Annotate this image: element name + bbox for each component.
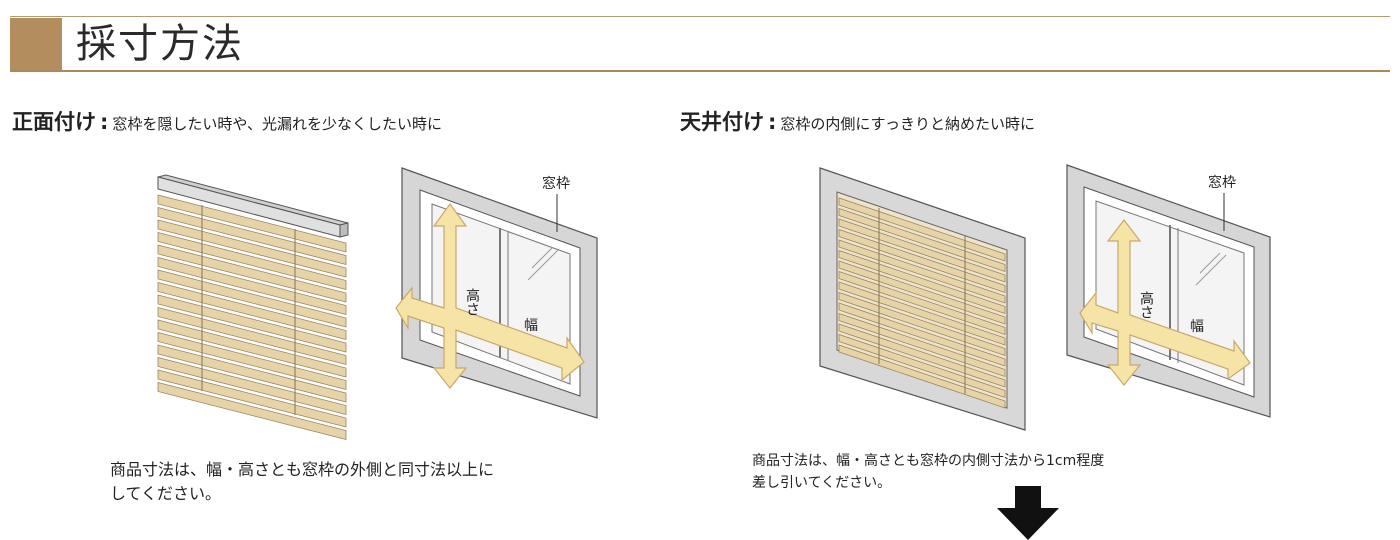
section-title: 正面付け <box>12 110 96 134</box>
section-colon: : <box>768 110 777 134</box>
caption-line-2: してください。 <box>110 484 222 503</box>
caption-line-2: 差し引いてください。 <box>752 475 892 491</box>
blind-slat <box>157 281 347 341</box>
blind-slat <box>838 291 1006 357</box>
blind-slat <box>157 331 347 391</box>
page-title: 採寸方法 <box>76 21 244 67</box>
height-label-left: 高さ <box>464 287 480 316</box>
section-heading-front-mount: 正面付け:窓枠を隠したい時や、光漏れを少なくしたい時に <box>12 106 442 136</box>
section-description: 窓枠の内側にすっきりと納めたい時に <box>780 115 1035 133</box>
blind-slat <box>157 244 347 303</box>
blind-slat <box>838 312 1006 378</box>
blind-slat <box>838 239 1006 304</box>
blind-slat <box>838 323 1006 388</box>
blind-slat <box>157 206 347 266</box>
blind-slat <box>838 249 1006 315</box>
ceiling-mount-window-diagram: 高さ 幅 窓枠 <box>1066 164 1271 418</box>
blind-slat <box>838 281 1006 346</box>
blind-slat <box>838 207 1006 273</box>
blind-slat <box>157 369 347 428</box>
caption-ceiling-mount: 商品寸法は、幅・高さとも窓枠の内側寸法から1cm程度 差し引いてください。 <box>752 450 1212 494</box>
width-label-left: 幅 <box>524 318 538 334</box>
blind-slat <box>838 228 1006 294</box>
ceiling-mount-blind-illustration <box>819 167 1026 431</box>
blind-slat <box>157 319 347 378</box>
header-accent-block <box>10 18 62 70</box>
blind-slat <box>157 194 347 253</box>
front-mount-window-diagram: 高さ 幅 窓枠 <box>395 167 598 419</box>
blind-slat <box>157 306 347 366</box>
blind-slat <box>157 256 347 316</box>
front-mount-blind-illustration <box>157 174 349 441</box>
frame-label-right: 窓枠 <box>1208 174 1236 191</box>
blind-slat <box>157 356 347 416</box>
height-label-right: 高さ <box>1138 290 1154 319</box>
caption-front-mount: 商品寸法は、幅・高さとも窓枠の外側と同寸法以上に してください。 <box>110 458 590 506</box>
blind-slat <box>157 231 347 291</box>
blind-slat <box>157 344 347 403</box>
down-arrow-icon <box>997 486 1059 540</box>
blind-slat <box>157 294 347 353</box>
section-title: 天井付け <box>680 110 764 134</box>
blind-slat <box>838 344 1006 409</box>
blind-slat <box>838 333 1006 399</box>
blind-slat <box>838 270 1006 336</box>
caption-line-1: 商品寸法は、幅・高さとも窓枠の内側寸法から1cm程度 <box>752 453 1105 469</box>
width-label-right: 幅 <box>1190 319 1204 335</box>
blind-slat <box>157 269 347 328</box>
section-description: 窓枠を隠したい時や、光漏れを少なくしたい時に <box>112 115 442 133</box>
blind-slat <box>157 381 347 441</box>
section-heading-ceiling-mount: 天井付け:窓枠の内側にすっきりと納めたい時に <box>680 106 1035 136</box>
blind-slat <box>838 197 1006 262</box>
header-underline <box>10 70 1390 72</box>
section-colon: : <box>100 110 109 134</box>
blind-slat <box>838 302 1006 367</box>
blind-slat <box>157 219 347 278</box>
frame-label-left: 窓枠 <box>542 175 570 192</box>
blind-slat <box>838 218 1006 283</box>
blind-slat <box>838 260 1006 325</box>
header-top-rule <box>10 16 1390 17</box>
caption-line-1: 商品寸法は、幅・高さとも窓枠の外側と同寸法以上に <box>110 460 495 479</box>
